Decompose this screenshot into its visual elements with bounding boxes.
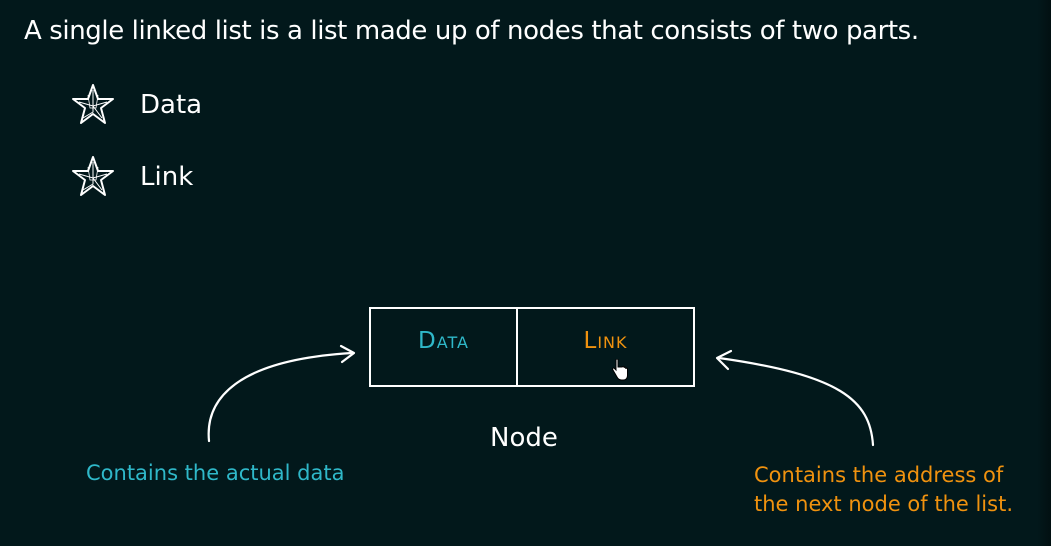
node-data-cell: Data (371, 309, 518, 385)
link-annotation-line: Contains the address of (754, 463, 1004, 487)
node-caption: Node (490, 423, 558, 453)
node-box: Data Link (369, 307, 695, 387)
node-link-label: Link (583, 328, 628, 354)
arrow-to-link (715, 349, 875, 447)
link-annotation: Contains the address of the next node of… (754, 461, 1013, 519)
star-icon (72, 156, 114, 196)
link-annotation-line: the next node of the list. (754, 492, 1013, 516)
data-annotation: Contains the actual data (86, 461, 345, 485)
bullet-label: Link (140, 162, 194, 192)
bullet-label: Data (140, 90, 203, 120)
bullet-data: Data (70, 82, 202, 128)
headline: A single linked list is a list made up o… (24, 16, 919, 46)
arrow-to-data (207, 344, 356, 443)
hand-cursor-icon (612, 359, 628, 381)
bullet-link: Link (70, 154, 193, 200)
star-icon (72, 84, 114, 124)
node-link-cell: Link (518, 309, 693, 385)
node-data-label: Data (418, 328, 469, 354)
